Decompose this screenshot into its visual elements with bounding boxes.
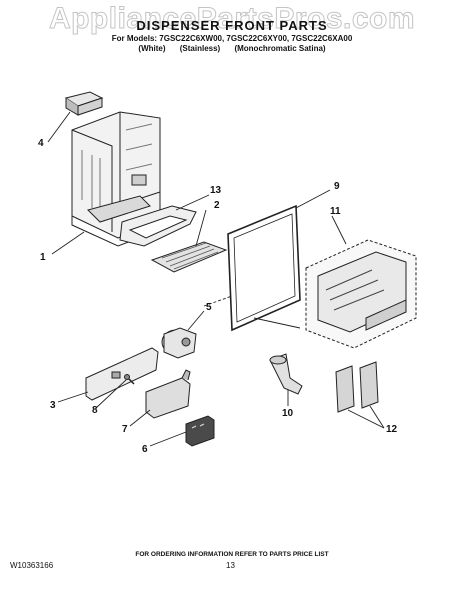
finish-satina: (Monochromatic Satina) bbox=[234, 44, 326, 53]
part-10-fitting bbox=[269, 353, 303, 395]
part-1-housing bbox=[71, 111, 161, 247]
callout-8: 8 bbox=[92, 405, 98, 416]
part-6-pad bbox=[185, 415, 215, 447]
callout-4: 4 bbox=[38, 138, 44, 149]
part-12-light-covers bbox=[335, 361, 379, 413]
finish-stainless: (Stainless) bbox=[179, 44, 221, 53]
callout-3: 3 bbox=[50, 400, 56, 411]
model-list: For Models: 7GSC22C6XW00, 7GSC22C6XY00, … bbox=[111, 34, 353, 43]
part-2-grille bbox=[150, 241, 228, 273]
callout-7: 7 bbox=[122, 424, 128, 435]
document-number: W10363166 bbox=[10, 561, 54, 570]
callout-13: 13 bbox=[210, 185, 222, 196]
page-number: 13 bbox=[226, 561, 235, 570]
part-7-switch bbox=[145, 369, 191, 419]
callout-5: 5 bbox=[206, 302, 212, 313]
callout-9: 9 bbox=[334, 181, 340, 192]
part-13-drip-tray bbox=[119, 205, 197, 247]
callout-2: 2 bbox=[214, 200, 220, 211]
page-title: DISPENSER FRONT PARTS bbox=[136, 18, 328, 33]
callout-6: 6 bbox=[142, 444, 148, 455]
watermark: AppliancePartsPros.com bbox=[48, 2, 416, 36]
callout-12: 12 bbox=[386, 424, 398, 435]
part-5-actuator bbox=[161, 327, 197, 359]
ordering-note: FOR ORDERING INFORMATION REFER TO PARTS … bbox=[135, 551, 329, 558]
part-8-screw bbox=[124, 374, 135, 385]
part-4-cap bbox=[64, 91, 104, 116]
finish-list: (White) (Stainless) (Monochromatic Satin… bbox=[0, 44, 464, 53]
leader-lines bbox=[47, 111, 385, 447]
part-3-bracket bbox=[85, 347, 159, 401]
part-11-control-board bbox=[305, 239, 417, 349]
callout-11: 11 bbox=[330, 206, 341, 217]
finish-white: (White) bbox=[138, 44, 166, 53]
callout-1: 1 bbox=[40, 252, 46, 263]
part-9-frame bbox=[227, 204, 301, 332]
callout-10: 10 bbox=[282, 408, 294, 419]
